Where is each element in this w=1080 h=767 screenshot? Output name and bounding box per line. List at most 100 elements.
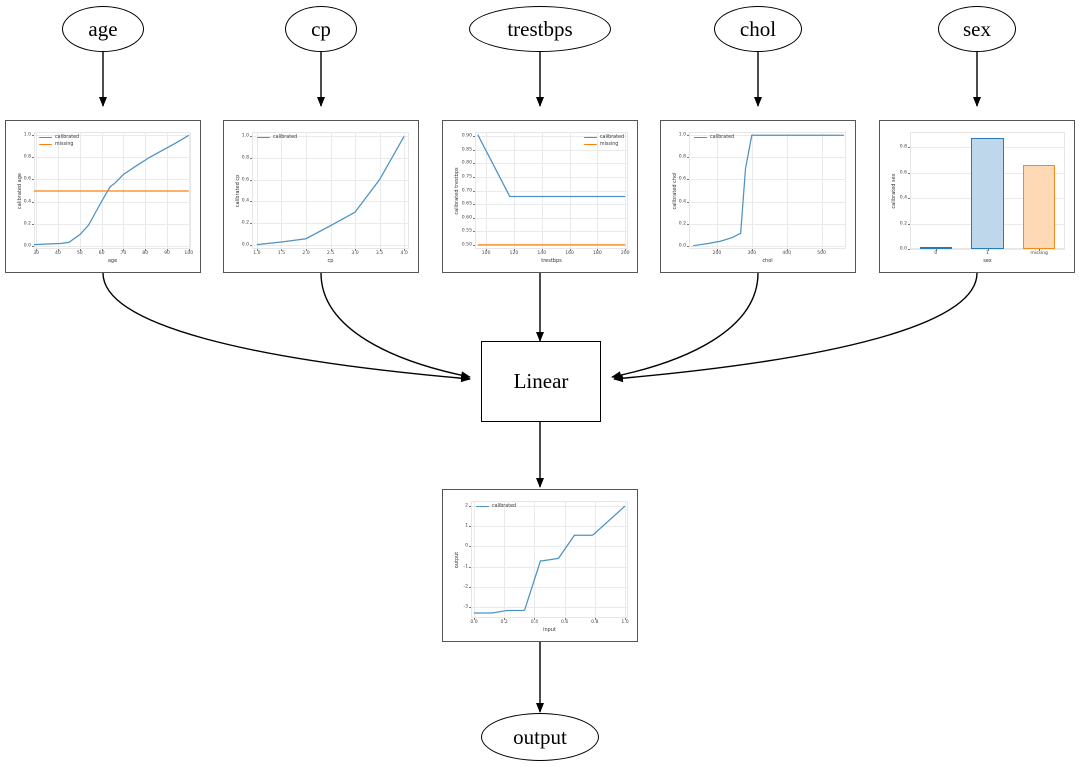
y-tick-label: 0.85 [461, 147, 472, 153]
y-tickmark [250, 179, 252, 181]
x-tick-label: 100 [481, 251, 491, 256]
y-tickmark [469, 546, 471, 548]
gridline-x [786, 132, 788, 249]
gridline-x [355, 132, 357, 249]
y-tickmark [250, 158, 252, 159]
node-sex[interactable]: sex [938, 6, 1016, 52]
x-tickmark [404, 249, 406, 251]
x-tick-label: 200 [620, 251, 630, 256]
gridline-y [689, 157, 846, 159]
y-tick-label: 0.6 [23, 176, 31, 182]
gridline-x [504, 501, 506, 618]
x-tickmark [534, 618, 536, 620]
x-axis-label-cp: cp [327, 258, 334, 264]
y-tickmark [473, 136, 475, 138]
gridline-x [486, 132, 488, 249]
x-tick-label: 200 [712, 251, 722, 256]
y-tick-label: 0 [465, 543, 468, 549]
y-tick-label: 0.4 [241, 198, 249, 204]
x-tick-label: 140 [537, 251, 547, 256]
x-axis-label-trestbps: trestbps [541, 258, 562, 264]
x-tickmark [305, 249, 307, 251]
x-tickmark [987, 249, 989, 251]
series-line-calibrated [477, 134, 626, 198]
x-tick-label: missing [1030, 251, 1048, 256]
y-tick-label: 0.6 [899, 170, 907, 176]
y-tick-label: 0.2 [678, 221, 686, 227]
y-tick-label: -1 [463, 564, 468, 570]
y-tick-label: 0.6 [678, 176, 686, 182]
gridline-x [188, 132, 190, 249]
x-tickmark [751, 249, 753, 251]
y-tickmark [687, 135, 689, 137]
y-tickmark [469, 526, 471, 528]
node-chol[interactable]: chol [714, 6, 802, 52]
x-tick-label: 120 [509, 251, 519, 256]
legend-swatch-missing [39, 143, 52, 146]
y-tickmark [32, 135, 34, 137]
y-tick-label: 1.0 [241, 133, 249, 139]
node-age-label: age [88, 16, 118, 41]
y-tick-label: 0.8 [23, 154, 31, 160]
x-tickmark [79, 249, 81, 251]
legend-entry-calibrated: calibrated [583, 135, 624, 140]
x-tick-label: 160 [565, 251, 574, 256]
y-tickmark [687, 245, 689, 247]
node-linear[interactable]: Linear [481, 341, 601, 422]
x-tick-label: 1.5 [277, 251, 286, 256]
x-tickmark [564, 618, 566, 620]
node-age[interactable]: age [62, 6, 144, 52]
gridline-y [471, 546, 628, 548]
y-tickmark [908, 198, 910, 200]
x-tick-label: 30 [33, 251, 40, 256]
node-chol-label: chol [739, 16, 777, 41]
legend-label-missing: missing [55, 142, 74, 147]
node-output[interactable]: output [481, 713, 599, 761]
legend-entry-calibrated: calibrated [257, 135, 297, 140]
x-axis-label-output: input [543, 627, 556, 633]
x-tickmark [486, 249, 488, 251]
gridline-x [751, 132, 753, 249]
gridline-x [597, 132, 599, 249]
edge-cp-plot-to-linear [320, 272, 471, 380]
series-layer [474, 505, 626, 614]
gridline-x [281, 132, 283, 249]
legend-swatch-calibrated [583, 136, 597, 139]
y-tickmark [32, 157, 34, 159]
x-tickmark [786, 249, 788, 251]
y-tick-label: 1.0 [678, 132, 686, 138]
x-tick-label: 70 [120, 251, 127, 256]
y-tick-label: 0.65 [461, 201, 472, 207]
plot-legend-age: calibrated missing [39, 135, 79, 147]
gridline-y [471, 506, 628, 508]
x-tickmark [594, 618, 596, 620]
gridline-x [513, 132, 515, 249]
y-tick-label: 0.90 [461, 133, 472, 139]
series-line-calibrated [256, 136, 405, 246]
x-tick-label: 40 [55, 251, 61, 256]
y-tickmark [250, 244, 252, 246]
gridline-x [256, 132, 258, 249]
legend-label-calibrated: calibrated [492, 504, 517, 509]
x-tick-label: 0.0 [470, 620, 478, 625]
plot-legend-output: calibrated [476, 504, 516, 509]
legend-label-calibrated: calibrated [710, 135, 735, 140]
y-tick-label: 2 [465, 503, 468, 509]
legend-swatch-calibrated [694, 136, 707, 139]
plot-legend-cp: calibrated [257, 135, 297, 140]
node-cp[interactable]: cp [285, 6, 357, 52]
y-tickmark [473, 231, 475, 233]
gridline-x [474, 501, 476, 618]
y-tickmark [687, 157, 689, 159]
legend-entry-calibrated: calibrated [39, 135, 79, 140]
node-trestbps[interactable]: trestbps [469, 6, 611, 52]
gridline-y [34, 201, 191, 203]
